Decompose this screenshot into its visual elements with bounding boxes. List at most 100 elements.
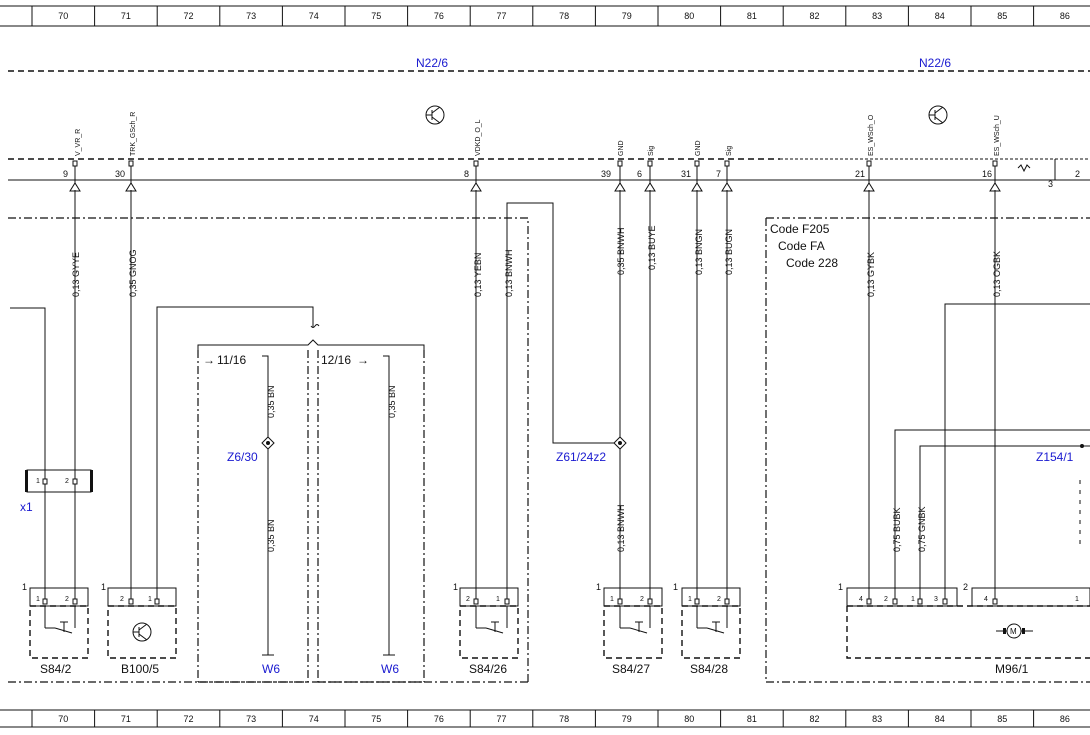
splice-icon bbox=[613, 436, 627, 450]
signal-label: VDKD_O_L bbox=[475, 119, 482, 156]
pushbutton-switch-icon bbox=[475, 606, 508, 634]
svg-text:2: 2 bbox=[717, 596, 721, 603]
wire-label: 0,13 GYBK bbox=[866, 252, 876, 297]
code-label: Code FA bbox=[778, 239, 825, 253]
wire-label: 0,35 BN bbox=[266, 519, 276, 552]
ruler-cell-label: 75 bbox=[371, 11, 381, 21]
switch-s84-28: 1 1 2 bbox=[673, 582, 741, 659]
svg-text:1: 1 bbox=[596, 582, 601, 592]
wire-bubk bbox=[894, 429, 1090, 600]
pin-number: 31 bbox=[681, 169, 691, 179]
svg-text:1: 1 bbox=[610, 596, 614, 603]
code-label: Code 228 bbox=[786, 256, 838, 270]
ruler-cell-label: 84 bbox=[935, 11, 945, 21]
svg-text:2: 2 bbox=[963, 582, 968, 592]
ground-label: W6 bbox=[262, 662, 280, 676]
pin-number: 8 bbox=[464, 169, 469, 179]
wire-label: 0,75 GNBK bbox=[917, 506, 927, 552]
ruler-cell-label: 81 bbox=[747, 714, 757, 724]
wire bbox=[944, 303, 1090, 600]
plug-triangle-icon bbox=[691, 182, 703, 192]
component-label: M96/1 bbox=[995, 662, 1029, 676]
wire-label: 0,35 GNOG bbox=[128, 249, 138, 297]
sensor-b100-5: 1 2 1 bbox=[101, 582, 177, 659]
wire-label: 0,13 BUGN bbox=[724, 229, 734, 275]
ruler-cell-label: 82 bbox=[809, 714, 819, 724]
ruler-cell-label: 78 bbox=[559, 11, 569, 21]
ruler-cell-label: 77 bbox=[496, 11, 506, 21]
wire-label: 0,13 OGBK bbox=[992, 251, 1002, 297]
svg-text:4: 4 bbox=[859, 596, 863, 603]
ruler-cell-label: 81 bbox=[747, 11, 757, 21]
component-label: B100/5 bbox=[121, 662, 159, 676]
junction-dot bbox=[1080, 444, 1084, 448]
ruler-cell-label: 77 bbox=[496, 714, 506, 724]
ruler-cell-label: 74 bbox=[309, 714, 319, 724]
svg-text:4: 4 bbox=[984, 596, 988, 603]
harness-boundary bbox=[8, 217, 529, 682]
component-label: S84/26 bbox=[469, 662, 507, 676]
pin-receptacle-icon bbox=[504, 598, 510, 605]
motor-icon: M bbox=[996, 623, 1033, 639]
transistor-icon bbox=[132, 622, 152, 642]
svg-text:2: 2 bbox=[640, 596, 644, 603]
pin-number: 16 bbox=[982, 169, 992, 179]
ruler-cell-label: 85 bbox=[997, 11, 1007, 21]
connector-x1: 1 2 bbox=[25, 469, 93, 493]
pin-receptacle-icon bbox=[42, 598, 48, 605]
pin-receptacle-icon bbox=[992, 598, 998, 605]
svg-text:1: 1 bbox=[36, 596, 40, 603]
ruler-cell-label: 86 bbox=[1060, 714, 1070, 724]
wire bbox=[156, 306, 314, 600]
plug-triangle-icon bbox=[644, 182, 656, 192]
ruler-cell-label: 73 bbox=[246, 714, 256, 724]
pin-receptacle-icon bbox=[866, 598, 872, 605]
ruler-cell-label: 85 bbox=[997, 714, 1007, 724]
wire bbox=[10, 307, 46, 600]
wire-label: 0,35 BN bbox=[387, 385, 397, 418]
pin-receptacle-icon bbox=[694, 598, 700, 605]
code-label: Code F205 bbox=[770, 222, 830, 236]
ruler-cell-label: 70 bbox=[58, 714, 68, 724]
plug-triangle-icon bbox=[125, 182, 137, 192]
component-label: S84/27 bbox=[612, 662, 650, 676]
wire-label: 0,13 YEBN bbox=[473, 253, 483, 297]
pin-receptacle-icon bbox=[473, 160, 479, 167]
component-label: S84/28 bbox=[690, 662, 728, 676]
svg-text:2: 2 bbox=[65, 478, 69, 485]
signal-label: V_VR_R bbox=[75, 129, 82, 156]
ruler-cell-label: 80 bbox=[684, 11, 694, 21]
control-unit-label-right: N22/6 bbox=[919, 56, 951, 70]
wire-label: 0,13 BUYE bbox=[647, 225, 657, 270]
splice-icon bbox=[261, 436, 275, 450]
signal-label: ES_WSch_O bbox=[868, 114, 875, 156]
wire-label: 0,13 BNWH bbox=[504, 249, 514, 297]
pin-receptacle-icon bbox=[72, 598, 78, 605]
pin-receptacle-icon bbox=[72, 160, 78, 167]
wire-bnwh bbox=[506, 202, 614, 600]
pin-receptacle-icon bbox=[892, 598, 898, 605]
signal-label: TRK_GSch_R bbox=[130, 112, 137, 156]
component-label: S84/2 bbox=[40, 662, 72, 676]
ruler-cell-label: 72 bbox=[183, 714, 193, 724]
pin-receptacle-icon bbox=[866, 160, 872, 167]
splice-label: Z61/24z2 bbox=[556, 450, 606, 464]
motor-m96-1: 1 4 2 1 3 2 4 1 M bbox=[838, 582, 1090, 659]
wire-label: 0,13 BNWH bbox=[616, 504, 626, 552]
signal-label: ES_WSch_U bbox=[994, 115, 1001, 156]
wire-label: 0,13 BNGN bbox=[694, 229, 704, 275]
pin-receptacle-icon bbox=[942, 598, 948, 605]
svg-text:1: 1 bbox=[101, 582, 106, 592]
ruler-cell-label: 83 bbox=[872, 11, 882, 21]
pin-number: 39 bbox=[601, 169, 611, 179]
svg-text:1: 1 bbox=[36, 478, 40, 485]
ref-arrow-icon: → bbox=[203, 353, 215, 367]
svg-text:3: 3 bbox=[934, 596, 938, 603]
svg-text:1: 1 bbox=[496, 596, 500, 603]
ruler-cell-label: 76 bbox=[434, 11, 444, 21]
pin-receptacle-icon bbox=[724, 160, 730, 167]
svg-text:2: 2 bbox=[466, 596, 470, 603]
wire-label: 0,13 GYYE bbox=[71, 252, 81, 297]
shield-boundary bbox=[197, 350, 425, 682]
